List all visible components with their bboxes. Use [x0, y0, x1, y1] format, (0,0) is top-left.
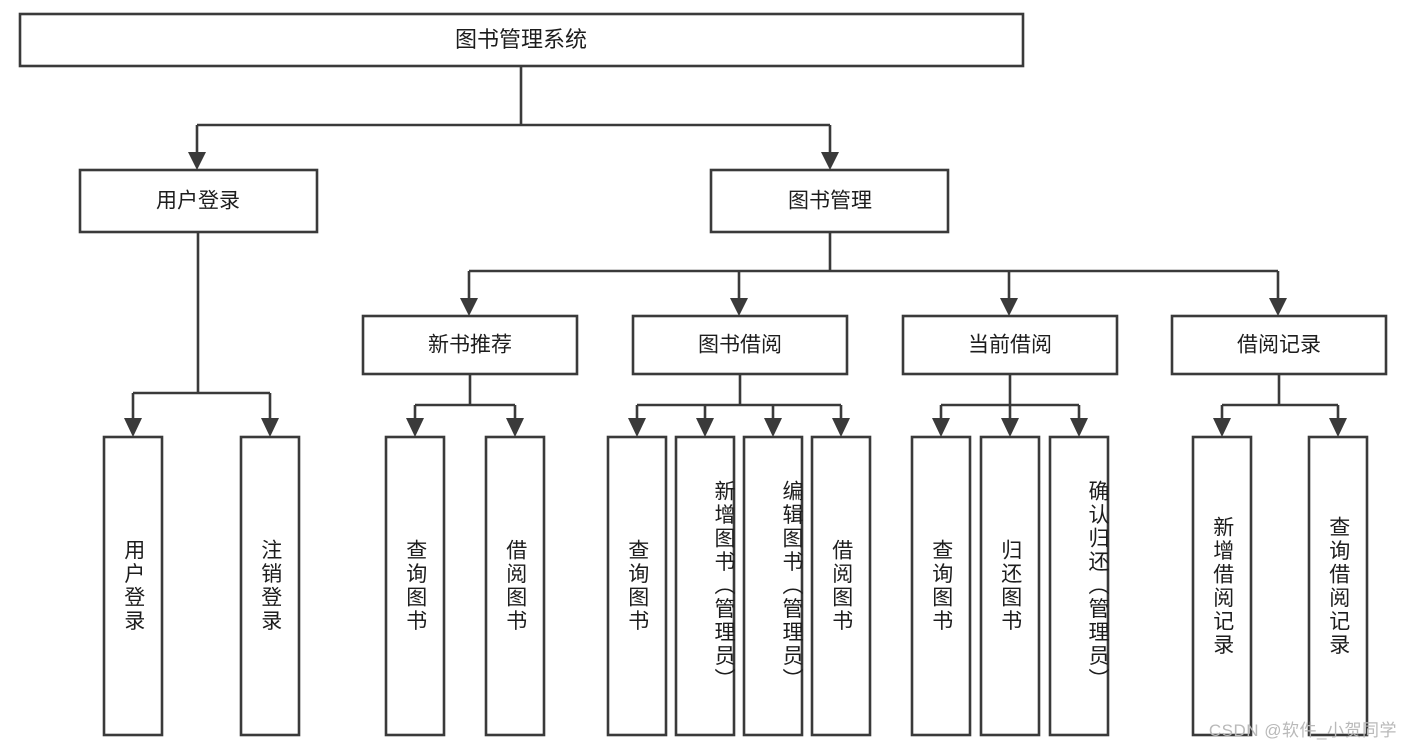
arrow-br-2 [1329, 418, 1347, 437]
leaf-cb-2-rect[interactable] [1048, 435, 1110, 737]
arrow-level3-3 [1000, 298, 1018, 316]
leaf-bb-2-rect[interactable] [742, 435, 804, 737]
node-root-label: 图书管理系统 [455, 27, 587, 52]
arrow-nbr-2 [506, 418, 524, 437]
node-borrow-record[interactable]: 借阅记录 [1170, 314, 1388, 376]
leaf-cb-0-rect[interactable] [910, 435, 972, 737]
node-book-management[interactable]: 图书管理 [709, 168, 950, 234]
leaf-bb-3-rect[interactable] [810, 435, 872, 737]
node-book-borrow-rect [631, 314, 849, 376]
arrow-level3-1 [460, 298, 478, 316]
leaf-user-login-1-rect[interactable] [239, 435, 301, 737]
arrow-bb-4 [832, 418, 850, 437]
node-borrow-record-rect [1170, 314, 1388, 376]
watermark: CSDN @软件_小贺同学 [1208, 721, 1397, 740]
leaf-bb-0-rect[interactable] [606, 435, 668, 737]
node-book-borrow-label: 图书借阅 [698, 334, 782, 357]
node-borrow-record-label: 借阅记录 [1237, 334, 1321, 357]
arrow-nbr-1 [406, 418, 424, 437]
node-new-book-recommend[interactable]: 新书推荐 [361, 314, 579, 376]
arrow-cb-3 [1070, 418, 1088, 437]
leaf-bb-1-rect[interactable] [674, 435, 736, 737]
arrow-level2-2 [821, 152, 839, 170]
node-current-borrow-rect [901, 314, 1119, 376]
node-book-management-label: 图书管理 [788, 190, 872, 213]
leaf-br-1-rect[interactable] [1307, 435, 1369, 737]
arrow-bb-2 [696, 418, 714, 437]
node-root[interactable]: 图书管理系统 [18, 12, 1025, 68]
leaf-nbr-1-rect[interactable] [484, 435, 546, 737]
leaf-nbr-0-rect[interactable] [384, 435, 446, 737]
node-new-book-recommend-rect [361, 314, 579, 376]
node-book-borrow[interactable]: 图书借阅 [631, 314, 849, 376]
node-new-book-recommend-label: 新书推荐 [428, 334, 512, 357]
arrow-user-login-1 [124, 418, 142, 437]
arrow-br-1 [1213, 418, 1231, 437]
arrow-cb-1 [932, 418, 950, 437]
node-user-login-label: 用户登录 [156, 190, 240, 213]
leaf-user-login-0-rect[interactable] [102, 435, 164, 737]
node-user-login[interactable]: 用户登录 [78, 168, 319, 234]
leaf-br-0-rect[interactable] [1191, 435, 1253, 737]
arrow-user-login-2 [261, 418, 279, 437]
arrow-cb-2 [1001, 418, 1019, 437]
arrow-bb-3 [764, 418, 782, 437]
node-current-borrow-label: 当前借阅 [968, 334, 1052, 357]
node-book-management-rect [709, 168, 950, 234]
leaf-cb-1-rect[interactable] [979, 435, 1041, 737]
arrow-level2-1 [188, 152, 206, 170]
arrow-level3-2 [730, 298, 748, 316]
node-root-rect [18, 12, 1025, 68]
node-current-borrow[interactable]: 当前借阅 [901, 314, 1119, 376]
arrow-bb-1 [628, 418, 646, 437]
arrow-level3-4 [1269, 298, 1287, 316]
